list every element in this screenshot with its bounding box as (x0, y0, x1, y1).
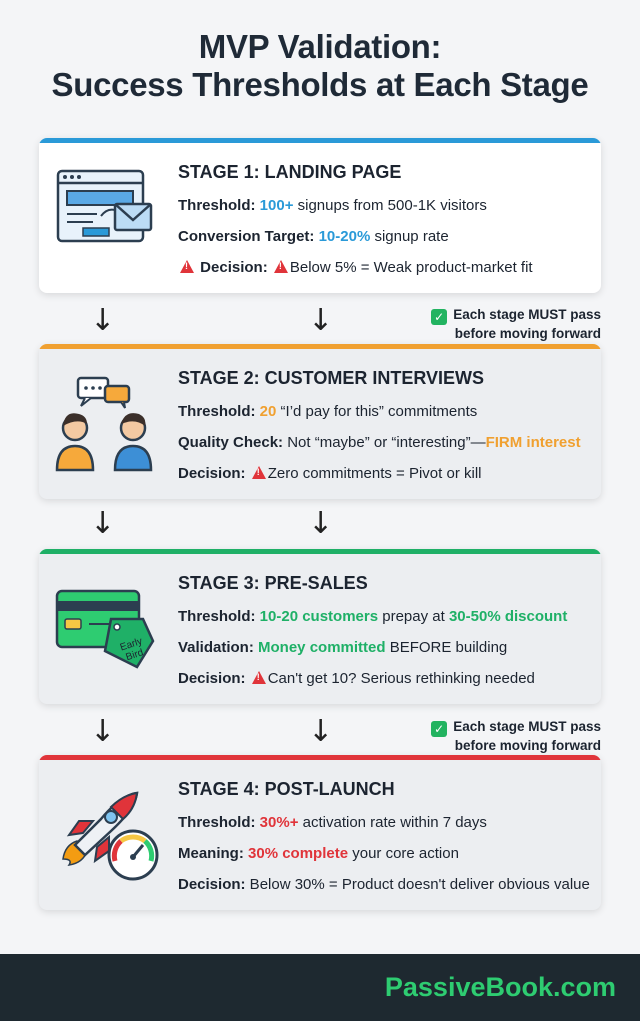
stage-3-decision-label: Decision: (178, 670, 246, 687)
stage-4-threshold-label: Threshold: (178, 814, 256, 831)
warning-icon (251, 671, 266, 684)
warning-icon (273, 260, 288, 273)
stage-4-meaning: Meaning: 30% complete your core action (178, 845, 459, 862)
stage-2-title: STAGE 2: CUSTOMER INTERVIEWS (178, 368, 485, 388)
check-icon: ✓ (431, 721, 448, 737)
stage-2-decision: Decision: Zero commitments = Pivot or ki… (178, 465, 482, 482)
stage-3-validation-label: Validation: (178, 639, 254, 656)
stage-1-threshold: Threshold: 100+ signups from 500-1K visi… (178, 197, 487, 214)
note-line-1: Each stage MUST pass (453, 719, 601, 734)
stage-2-decision-text: Zero commitments = Pivot or kill (267, 465, 482, 482)
stage-1-accent-bar (39, 138, 601, 143)
stage-4-accent-bar (39, 755, 601, 760)
stage-2-quality-value: FIRM interest (485, 434, 581, 451)
down-arrow-icon: ↓ (90, 714, 116, 749)
stage-3-threshold-label: Threshold: (178, 608, 256, 625)
stage-2-threshold-text: “I’d pay for this” commitments (276, 403, 478, 420)
stage-1-conversion-text: signup rate (370, 228, 449, 245)
stage-1-threshold-value: 100+ (259, 197, 294, 214)
note-line-1: Each stage MUST pass (453, 307, 601, 322)
stage-4-threshold: Threshold: 30%+ activation rate within 7… (178, 814, 487, 831)
stage-2-threshold-value: 20 (259, 403, 277, 420)
stage-3-decision-text: Can't get 10? Serious rethinking needed (267, 670, 535, 687)
stage-3-validation-text: BEFORE building (385, 639, 508, 656)
down-arrow-icon: ↓ (90, 303, 116, 338)
stage-4-decision-label: Decision: (178, 876, 246, 893)
stage-4-meaning-text: your core action (348, 845, 459, 862)
down-arrow-icon: ↓ (90, 506, 116, 541)
stage-3-threshold-text: prepay at (378, 608, 449, 625)
note-line-2: before moving forward (454, 738, 601, 753)
note-line-2: before moving forward (454, 326, 601, 341)
stage-1-conversion: Conversion Target: 10-20% signup rate (178, 228, 449, 245)
stage-4-meaning-value: 30% complete (248, 845, 349, 862)
stage-3-decision: Decision: Can't get 10? Serious rethinki… (178, 670, 535, 687)
rocket-gauge-icon (53, 785, 168, 890)
stage-1-decision-label: Decision: (200, 259, 268, 276)
warning-icon (180, 260, 194, 273)
stage-gate-note: ✓ Each stage MUST pass before moving forw… (431, 718, 601, 754)
stage-1-threshold-label: Threshold: (178, 197, 256, 214)
stage-3-card: Early Bird STAGE 3: PRE-SALES Threshold:… (39, 549, 601, 704)
page-title: MVP Validation: Success Thresholds at Ea… (0, 28, 640, 104)
stage-3-discount-value: 30-50% discount (448, 608, 568, 625)
check-icon: ✓ (431, 309, 448, 325)
stage-4-decision-text: Below 30% = Product doesn't deliver obvi… (245, 876, 590, 893)
title-line-2: Success Thresholds at Each Stage (51, 66, 589, 103)
stage-4-threshold-text: activation rate within 7 days (298, 814, 487, 831)
title-line-1: MVP Validation: (198, 28, 442, 65)
stage-gate-note: ✓ Each stage MUST pass before moving forw… (431, 306, 601, 342)
stage-3-threshold: Threshold: 10-20 customers prepay at 30-… (178, 608, 567, 625)
stage-4-threshold-value: 30%+ (259, 814, 299, 831)
stage-2-quality-check: Quality Check: Not “maybe” or “interesti… (178, 434, 581, 451)
stage-2-threshold: Threshold: 20 “I’d pay for this” commitm… (178, 403, 477, 420)
stage-2-accent-bar (39, 344, 601, 349)
landing-page-email-icon (53, 166, 163, 271)
stage-1-decision-text: Below 5% = Weak product-market fit (289, 259, 533, 276)
stage-1-decision: Decision: Below 5% = Weak product-market… (178, 259, 533, 276)
stage-4-card: STAGE 4: POST-LAUNCH Threshold: 30%+ act… (39, 755, 601, 910)
down-arrow-icon: ↓ (308, 506, 334, 541)
stage-2-card: STAGE 2: CUSTOMER INTERVIEWS Threshold: … (39, 344, 601, 499)
customer-interview-icon (53, 370, 163, 480)
stage-3-accent-bar (39, 549, 601, 554)
stage-3-validation-value: Money committed (258, 639, 386, 656)
down-arrow-icon: ↓ (308, 303, 334, 338)
stage-1-title: STAGE 1: LANDING PAGE (178, 162, 402, 182)
stage-3-validation: Validation: Money committed BEFORE build… (178, 639, 507, 656)
warning-icon (251, 466, 266, 479)
stage-1-card: STAGE 1: LANDING PAGE Threshold: 100+ si… (39, 138, 601, 293)
stage-2-quality-text: Not “maybe” or “interesting”— (283, 434, 486, 451)
stage-4-title: STAGE 4: POST-LAUNCH (178, 779, 395, 799)
stage-2-decision-label: Decision: (178, 465, 246, 482)
footer-bar: PassiveBook.com (0, 954, 640, 1021)
stage-2-quality-label: Quality Check: (178, 434, 284, 451)
stage-2-threshold-label: Threshold: (178, 403, 256, 420)
stage-4-decision: Decision: Below 30% = Product doesn't de… (178, 876, 590, 893)
stage-1-threshold-text: signups from 500-1K visitors (293, 197, 487, 214)
stage-3-title: STAGE 3: PRE-SALES (178, 573, 368, 593)
footer-brand: PassiveBook.com (384, 972, 616, 1002)
stage-1-conversion-value: 10-20% (318, 228, 371, 245)
down-arrow-icon: ↓ (308, 714, 334, 749)
credit-card-tag-icon (53, 585, 163, 680)
stage-3-threshold-value: 10-20 customers (259, 608, 379, 625)
stage-4-meaning-label: Meaning: (178, 845, 244, 862)
stage-1-conversion-label: Conversion Target: (178, 228, 315, 245)
